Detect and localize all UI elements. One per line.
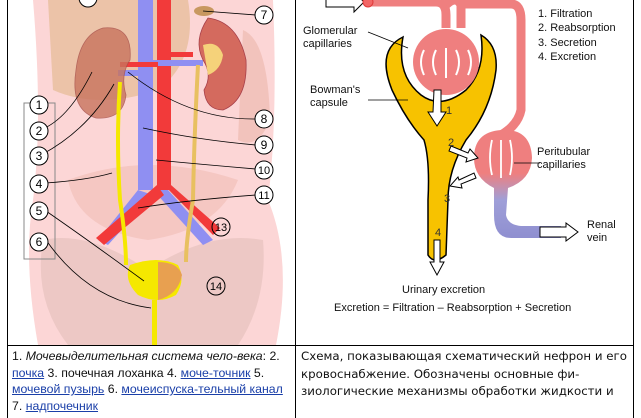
- table-frame: [7, 0, 634, 418]
- vena-cava: [138, 0, 153, 190]
- peritubular-loops: [489, 139, 513, 178]
- arrow-filtration: [427, 89, 447, 127]
- bowmans-capsule: [385, 33, 497, 261]
- label-12: [78, 0, 98, 8]
- svg-text:3. Secretion: 3. Secretion: [538, 37, 597, 49]
- peritubular-capillaries: [474, 129, 561, 238]
- label-14: 14: [206, 276, 226, 296]
- svg-text:2: 2: [36, 124, 43, 138]
- svg-text:2: 2: [448, 137, 454, 149]
- svg-text:4: 4: [36, 177, 43, 191]
- nephron-figure: 1 2 3 4 Glomerular capillaries Bowman's …: [296, 0, 632, 345]
- svg-text:5: 5: [36, 204, 43, 218]
- callout-labels: 1 2 3 4 5 6 7 8 9 10 11 13 14: [29, 0, 274, 296]
- svg-text:6: 6: [36, 235, 43, 249]
- arrow-renal-vein: [539, 222, 579, 242]
- left-caption: 1. Мочевыделительная система чело-века: …: [12, 348, 292, 414]
- renal-pelvis-right: [203, 43, 223, 75]
- label-13: 13: [211, 217, 231, 237]
- svg-text:capillaries: capillaries: [537, 159, 586, 171]
- svg-text:3: 3: [36, 149, 43, 163]
- urinary-system-figure: 1 2 3 4 5 6 7 8 9 10 11 13 14: [8, 0, 295, 345]
- label-11: 11: [254, 185, 274, 205]
- svg-text:4. Excretion: 4. Excretion: [538, 51, 596, 63]
- label-7: 7: [254, 5, 274, 25]
- caption-title: Мочевыделительная система чело-века: [25, 349, 263, 363]
- renal-vein-right: [153, 60, 203, 66]
- svg-text:8: 8: [261, 112, 268, 126]
- svg-text:10: 10: [258, 165, 270, 177]
- svg-text:Excretion = Filtration – Reabs: Excretion = Filtration – Reabsorption + …: [334, 302, 571, 314]
- label-4: 4: [29, 174, 49, 194]
- arrow-secretion: [449, 172, 477, 189]
- glomerulus-loops: [420, 47, 472, 78]
- nephron-svg: 1 2 3 4 Glomerular capillaries Bowman's …: [303, 0, 616, 314]
- link-mochetochnik[interactable]: моче-точник: [180, 365, 251, 380]
- svg-text:vein: vein: [587, 232, 607, 244]
- ureter-left: [116, 81, 128, 266]
- label-5: 5: [29, 201, 49, 221]
- step-numbers: 1 2 3 4: [435, 105, 454, 239]
- efferent-loop: [442, 0, 466, 28]
- legend: 1. Filtration 2. Reabsorption 3. Secreti…: [538, 8, 616, 63]
- svg-text:Renal: Renal: [587, 219, 616, 231]
- svg-text:1. Filtration: 1. Filtration: [538, 8, 592, 20]
- caption-text: : 2.: [262, 349, 280, 363]
- link-mochevoy-puzyr[interactable]: мочевой пузырь: [12, 382, 105, 396]
- label-3: 3: [29, 146, 49, 166]
- urinary-system-svg: 1 2 3 4 5 6 7 8 9 10 11 13 14: [23, 0, 283, 345]
- label-10: 10: [254, 160, 274, 180]
- svg-text:Bowman's: Bowman's: [310, 84, 361, 96]
- ureter-right: [184, 64, 200, 263]
- caption-text: 7.: [12, 398, 26, 413]
- label-6: 6: [29, 232, 49, 252]
- renal-artery-right: [168, 52, 193, 57]
- inflow-arrow: [325, 0, 365, 14]
- label-9: 9: [254, 135, 274, 155]
- urethra: [152, 300, 157, 345]
- right-caption: Схема, показывающая схематический нефрон…: [301, 349, 627, 398]
- arrow-reabsorption: [448, 145, 479, 163]
- svg-text:1: 1: [446, 105, 452, 117]
- column-divider: [295, 0, 296, 418]
- iliac-artery-left: [96, 185, 164, 245]
- svg-text:Urinary excretion: Urinary excretion: [402, 284, 485, 296]
- caption-number: 1.: [12, 349, 26, 363]
- svg-text:1: 1: [36, 98, 43, 112]
- svg-text:13: 13: [215, 222, 227, 234]
- nephron-labels: Glomerular capillaries Bowman's capsule …: [303, 25, 616, 314]
- nephron-leader-lines: [367, 31, 540, 164]
- caption-text: 6.: [104, 382, 122, 396]
- link-pochka[interactable]: почка: [12, 365, 45, 380]
- svg-text:capillaries: capillaries: [303, 38, 352, 50]
- link-nadpochechnik[interactable]: надпочечник: [25, 398, 99, 413]
- afferent-arteriole: [368, 0, 451, 28]
- row-divider: [7, 345, 633, 346]
- caption-text: 3. почечная лоханка 4.: [44, 365, 181, 380]
- svg-text:Glomerular: Glomerular: [303, 25, 358, 37]
- svg-text:14: 14: [210, 281, 222, 293]
- bladder-inner: [158, 262, 182, 300]
- svg-text:Peritubular: Peritubular: [537, 146, 591, 158]
- kidney-right: [198, 17, 247, 111]
- arteriole-end: [362, 0, 374, 8]
- svg-text:3: 3: [444, 193, 450, 205]
- efferent-arteriole: [461, 0, 526, 139]
- svg-text:7: 7: [261, 8, 268, 22]
- arrow-excretion: [429, 239, 445, 277]
- svg-text:4: 4: [435, 227, 441, 239]
- leader-lines: [39, 10, 257, 309]
- label-2: 2: [29, 121, 49, 141]
- renal-artery-left: [120, 62, 158, 67]
- link-mocheispuskatelny-kanal[interactable]: мочеиспуска-тельный канал: [121, 382, 283, 396]
- svg-text:11: 11: [258, 190, 269, 202]
- svg-text:capsule: capsule: [310, 97, 348, 109]
- svg-text:2. Reabsorption: 2. Reabsorption: [538, 22, 616, 34]
- svg-text:9: 9: [261, 138, 268, 152]
- label-8: 8: [254, 109, 274, 129]
- aorta: [157, 0, 171, 190]
- caption-text: 5.: [250, 365, 265, 380]
- label-1: 1: [29, 95, 49, 115]
